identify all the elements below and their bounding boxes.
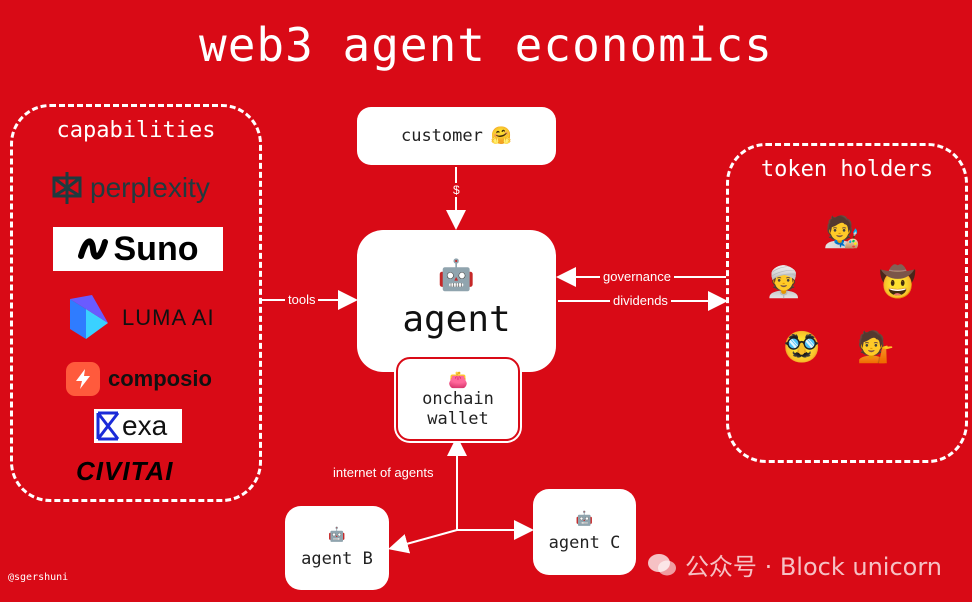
governance-label: governance [600, 269, 674, 284]
exa-wordmark: exa [122, 410, 168, 441]
agent-b-robot-icon: 🤖 [328, 527, 346, 543]
composio-wordmark: composio [108, 366, 212, 391]
luma-logo: LUMA AI [66, 293, 215, 343]
exa-icon [96, 411, 120, 441]
suno-logo: Suno [53, 227, 223, 271]
wallet-line1: onchain [422, 388, 494, 409]
agent-c-robot-icon: 🤖 [575, 511, 594, 527]
internet-of-agents-label: internet of agents [330, 465, 437, 480]
artist-holder-icon: 🧑‍🎨 [823, 214, 861, 250]
luma-icon [70, 295, 108, 339]
agent-box: 🤖 agent [357, 230, 556, 372]
robot-icon: 🤖 [437, 258, 476, 293]
token-holders-group [726, 143, 968, 463]
hugging-face-icon: 🤗 [490, 126, 513, 146]
luma-wordmark: LUMA AI [122, 305, 215, 330]
purse-icon: 👛 [448, 369, 468, 389]
wallet-line2: wallet [427, 408, 489, 429]
civitai-logo: CIVITAI [76, 456, 174, 486]
watermark-text: 公众号 · Block unicorn [684, 553, 942, 581]
disguise-holder-icon: 🥸 [783, 329, 821, 365]
customer-box: customer 🤗 [357, 107, 556, 165]
watermark: 公众号 · Block unicorn [647, 547, 942, 582]
page-title: web3 agent economics [199, 18, 773, 72]
agent-b-box: 🤖 agent B [285, 506, 389, 590]
agent-c-label: agent C [548, 533, 621, 553]
tools-label: tools [285, 292, 319, 307]
tipping-hand-holder-icon: 💁 [857, 329, 895, 365]
agent-label: agent [402, 299, 511, 340]
agent-c-box: 🤖 agent C [533, 489, 636, 575]
customer-label: customer [400, 126, 483, 146]
composio-logo: composio [66, 361, 212, 397]
suno-icon [77, 238, 108, 260]
cowboy-holder-icon: 🤠 [879, 264, 917, 300]
exa-logo: exa [94, 409, 182, 443]
agent-b-label: agent B [301, 549, 373, 569]
turban-holder-icon: 👳 [765, 264, 803, 300]
token-holders-title: token holders [760, 157, 934, 182]
capabilities-title: capabilities [56, 118, 216, 143]
civitai-wordmark: CIVITAI [76, 455, 174, 486]
perplexity-wordmark: perplexity [90, 172, 210, 203]
wallet-box: 👛 onchain wallet [396, 357, 520, 441]
capabilities-group [10, 104, 262, 502]
author-credit: @sgershuni [8, 572, 69, 583]
perplexity-logo: perplexity [50, 170, 210, 206]
dividends-label: dividends [610, 293, 671, 308]
internet-to-agent-b-arrow [388, 529, 458, 554]
composio-icon [66, 362, 100, 396]
suno-wordmark: Suno [113, 229, 199, 268]
payment-label: $ [450, 183, 463, 197]
wechat-icon [647, 553, 676, 575]
perplexity-icon [52, 172, 82, 204]
